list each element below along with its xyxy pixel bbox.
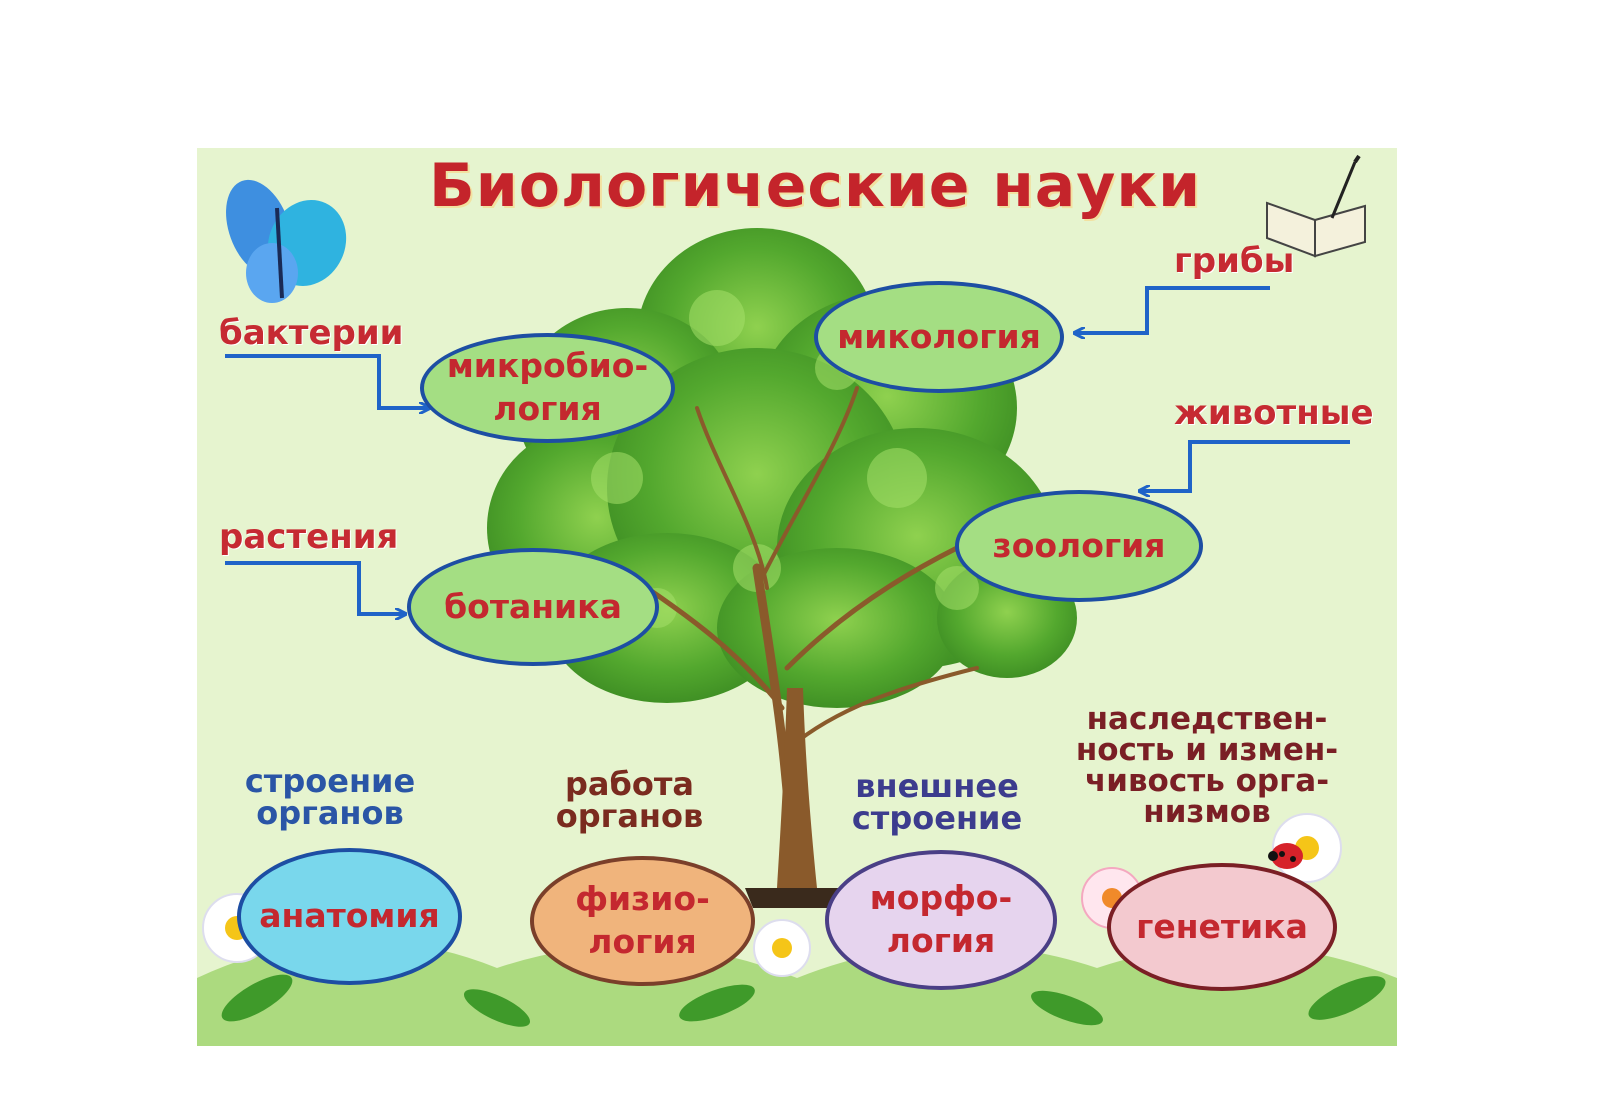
microbiology-line-2: логия bbox=[493, 389, 602, 428]
physiology-line-1: физио- bbox=[575, 879, 710, 919]
caption-morphology-line-1: внешнее bbox=[855, 767, 1019, 805]
caption-physiology-line-2: органов bbox=[555, 797, 704, 835]
label-bacteria: бактерии bbox=[219, 313, 404, 353]
caption-physiology-line-1: работа bbox=[565, 765, 694, 803]
morphology-line-1: морфо- bbox=[869, 878, 1013, 918]
branch-arrows bbox=[225, 286, 1350, 614]
butterfly-icon bbox=[226, 179, 347, 303]
label-fungi: грибы bbox=[1174, 241, 1295, 281]
oval-anatomy: анатомия bbox=[237, 848, 462, 985]
caption-genetics-line-3: чивость орга- bbox=[1084, 763, 1330, 799]
label-plants: растения bbox=[219, 517, 399, 557]
physiology-line-2: логия bbox=[588, 922, 697, 961]
open-book-quill-icon bbox=[1266, 154, 1366, 258]
caption-genetics-line-4: низмов bbox=[1143, 794, 1271, 830]
tree-icon bbox=[487, 228, 1077, 908]
caption-genetics-line-2: ность и измен- bbox=[1075, 732, 1339, 768]
poster: Биологические науки бактерии грибы живот… bbox=[197, 148, 1397, 1046]
caption-anatomy: строение органов bbox=[235, 765, 425, 829]
mycology-text: микология bbox=[837, 316, 1041, 356]
oval-mycology: микология bbox=[814, 281, 1064, 393]
botany-text: ботаника bbox=[444, 586, 622, 626]
ladybug-icon bbox=[1268, 843, 1303, 869]
zoology-text: зоология bbox=[992, 525, 1166, 565]
label-animals: животные bbox=[1174, 393, 1374, 433]
oval-botany: ботаника bbox=[407, 548, 659, 666]
caption-physiology: работа органов bbox=[542, 768, 717, 832]
oval-genetics: генетика bbox=[1107, 863, 1337, 991]
anatomy-text: анатомия bbox=[259, 896, 440, 936]
caption-morphology-line-2: строение bbox=[851, 799, 1023, 837]
caption-morphology: внешнее строение bbox=[837, 770, 1037, 834]
grass bbox=[197, 940, 1397, 1046]
morphology-line-2: логия bbox=[886, 921, 996, 960]
caption-genetics: наследствен- ность и измен- чивость орга… bbox=[1057, 704, 1357, 828]
oval-physiology: физио- логия bbox=[530, 856, 755, 986]
scene-artwork bbox=[197, 154, 1397, 1046]
caption-anatomy-line-1: строение bbox=[244, 762, 416, 800]
caption-anatomy-line-2: органов bbox=[256, 794, 404, 832]
microbiology-line-1: микробио- bbox=[446, 346, 649, 386]
caption-genetics-line-1: наследствен- bbox=[1086, 701, 1328, 737]
genetics-text: генетика bbox=[1136, 906, 1308, 946]
oval-zoology: зоология bbox=[955, 490, 1203, 602]
page-title: Биологические науки bbox=[429, 151, 1202, 221]
oval-microbiology: микробио- логия bbox=[420, 333, 675, 443]
oval-morphology: морфо- логия bbox=[825, 850, 1057, 990]
